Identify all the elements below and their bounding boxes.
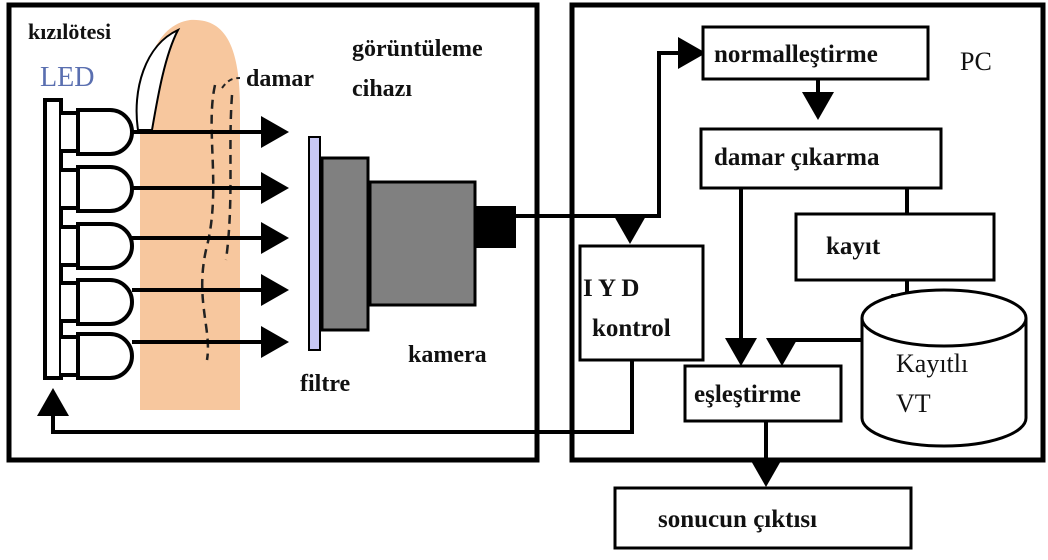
database-label-line2: VT	[896, 389, 931, 418]
controller-box	[578, 244, 705, 362]
database-to-match-line	[766, 338, 862, 366]
normalize-label: normalleştirme	[714, 41, 878, 68]
device-label-line1: görüntüleme	[352, 36, 483, 62]
fingernail	[135, 27, 181, 131]
pc-panel	[569, 2, 1046, 463]
finger	[140, 19, 240, 411]
match-label: eşleştirme	[694, 381, 801, 408]
camera-label: kamera	[408, 342, 487, 368]
led	[61, 165, 134, 213]
vein-line	[200, 84, 217, 361]
normalize-box	[701, 25, 930, 81]
register-label: kayıt	[826, 233, 881, 260]
pc-label: PC	[960, 47, 992, 76]
vein-pointer	[221, 77, 241, 89]
led-array	[61, 108, 134, 380]
controller-to-led-line	[37, 360, 634, 434]
filter	[308, 136, 321, 351]
camera-body	[368, 180, 477, 307]
database-cylinder	[860, 288, 1028, 448]
device-label-line2: cihazı	[352, 76, 412, 102]
led-label-line2: LED	[40, 62, 94, 93]
extract-box	[699, 127, 943, 190]
imaging-device-panel	[6, 2, 540, 463]
match-box	[683, 364, 843, 423]
led	[61, 108, 134, 156]
camera-connector	[474, 206, 516, 248]
led	[61, 278, 134, 326]
led-label-line1: kızılötesi	[28, 19, 111, 44]
vein-label: damar	[246, 66, 314, 92]
output-box	[613, 486, 913, 550]
controller-label-line2: kontrol	[592, 315, 671, 342]
branch-to-controller-line	[614, 214, 659, 244]
led	[61, 222, 134, 270]
camera-lens	[320, 156, 370, 332]
extract-label: damar çıkarma	[714, 144, 880, 171]
controller-label-line1: I Y D	[583, 275, 639, 302]
filter-label: filtre	[300, 371, 351, 397]
register-box	[794, 212, 996, 282]
database-label-line1: Kayıtlı	[896, 349, 968, 378]
led	[61, 332, 134, 380]
led-bar	[43, 98, 63, 380]
camera-to-normalize-line	[515, 37, 706, 218]
output-label: sonucun çıktısı	[658, 506, 817, 533]
light-rays	[132, 116, 289, 358]
vein-line	[224, 94, 234, 261]
